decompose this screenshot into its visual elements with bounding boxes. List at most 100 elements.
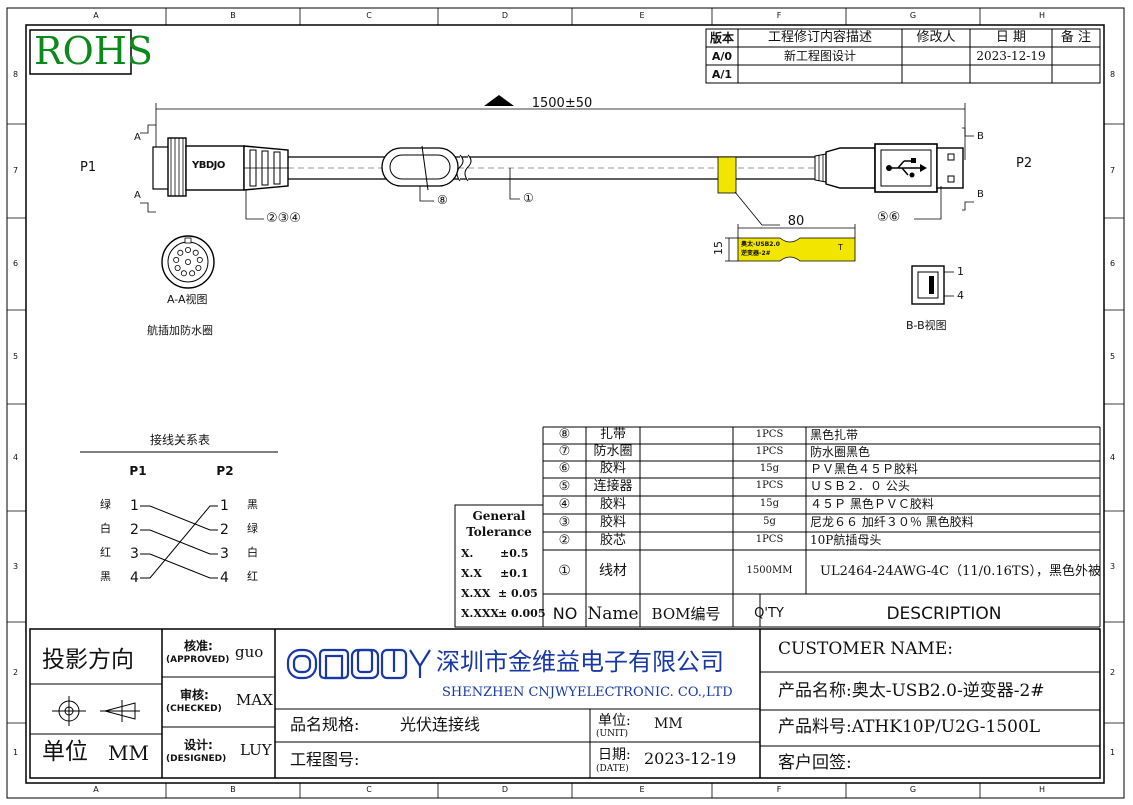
zone-column-label: D bbox=[501, 11, 509, 20]
wiring-right-color: 绿 bbox=[247, 522, 258, 535]
bom-desc: 黑色扎带 bbox=[810, 427, 859, 442]
date-value: 2023-12-19 bbox=[644, 749, 737, 768]
bom-header-code: BOM编号 bbox=[651, 605, 721, 623]
wiring-title: 接线关系表 bbox=[149, 433, 211, 447]
zone-row-label: 1 bbox=[13, 748, 19, 757]
zone-row-label: 5 bbox=[1110, 352, 1116, 361]
customer-name: CUSTOMER NAME: bbox=[778, 639, 953, 659]
zone-row-label: 8 bbox=[13, 69, 19, 79]
bb-pin-1: 1 bbox=[957, 265, 964, 278]
zone-column-label: C bbox=[366, 785, 372, 794]
bom-table bbox=[542, 426, 1101, 628]
length-arrow-icon bbox=[484, 95, 514, 106]
bom-no: ⑥ bbox=[558, 461, 571, 476]
bom-qty: 1PCS bbox=[755, 445, 784, 457]
wiring-left-num: 1 bbox=[130, 498, 139, 514]
company-name-en: SHENZHEN CNJWYELECTRONIC. CO.,LTD bbox=[442, 685, 733, 700]
callout-8: ⑧ bbox=[437, 193, 448, 207]
zone-row-label: 3 bbox=[13, 561, 19, 571]
zone-row-label: 4 bbox=[1110, 452, 1116, 462]
connector-pin bbox=[184, 258, 191, 265]
zone-column-label: A bbox=[93, 11, 99, 20]
bom-desc: 10P航插母头 bbox=[810, 533, 882, 547]
zone-column-label: F bbox=[776, 785, 782, 794]
connector-pin bbox=[177, 249, 184, 256]
label-detail bbox=[737, 237, 856, 262]
label-t: T bbox=[838, 243, 843, 252]
cable-assembly bbox=[140, 95, 974, 305]
bb-pin-4: 4 bbox=[957, 289, 964, 302]
unit2-label: 单位: bbox=[598, 713, 631, 729]
label-flag bbox=[717, 156, 737, 194]
wiring-left-num: 3 bbox=[130, 546, 139, 562]
wiring-right-num: 3 bbox=[220, 546, 229, 562]
checked-label: 审核: bbox=[180, 688, 209, 702]
zone-column-label: G bbox=[909, 785, 917, 794]
zone-row-label: 6 bbox=[13, 259, 19, 268]
tolerance-value: ± 0.05 bbox=[498, 587, 538, 600]
section-a-bottom: A bbox=[134, 190, 141, 201]
callout-1: ① bbox=[523, 191, 534, 205]
zone-row-label: 3 bbox=[1110, 561, 1116, 571]
approved-by: guo bbox=[235, 643, 264, 661]
bom-no: ⑦ bbox=[558, 444, 571, 459]
cnjwy-logo-icon bbox=[286, 648, 431, 680]
zone-column-label: F bbox=[776, 11, 782, 20]
zone-column-label: H bbox=[1038, 11, 1046, 20]
unit-label: 单位 bbox=[42, 739, 88, 765]
zone-column-label: B bbox=[230, 11, 236, 20]
outer-frame bbox=[6, 7, 1125, 799]
wiring-left-color: 红 bbox=[100, 546, 111, 559]
zone-column-label: E bbox=[639, 785, 645, 794]
zone-column-label: B bbox=[230, 785, 236, 794]
connector-pin bbox=[195, 264, 202, 271]
connector-pin bbox=[173, 256, 180, 263]
zone-row-label: 2 bbox=[1110, 667, 1116, 677]
rev-header-date: 日 期 bbox=[995, 30, 1027, 45]
designed-en: (DESIGNED) bbox=[166, 754, 227, 764]
tolerance-format: X.XXX bbox=[461, 607, 499, 620]
date-en: (DATE) bbox=[596, 764, 629, 774]
wiring-right-num: 4 bbox=[220, 570, 229, 586]
wiring-right-color: 红 bbox=[247, 570, 258, 583]
bom-no: ② bbox=[558, 532, 571, 548]
unit-value: MM bbox=[108, 741, 149, 765]
wiring-connection bbox=[140, 505, 218, 579]
zone-row-label: 4 bbox=[13, 452, 19, 462]
rev-header-desc: 工程修订内容描述 bbox=[767, 30, 873, 45]
tolerance-value: ±0.1 bbox=[500, 567, 529, 580]
approved-label: 核准: bbox=[184, 639, 213, 653]
title-block bbox=[29, 628, 1101, 779]
label-text-2: 逆变器-2# bbox=[741, 250, 771, 257]
zone-column-label: D bbox=[501, 785, 509, 794]
wiring-right-num: 1 bbox=[220, 498, 229, 514]
bom-name: 线材 bbox=[599, 563, 627, 579]
customer-sign: 客户回签: bbox=[778, 753, 852, 773]
company-name-cn: 深圳市金维益电子有限公司 bbox=[436, 648, 724, 676]
rev-row-version: A/1 bbox=[711, 68, 733, 81]
wiring-p1-header: P1 bbox=[129, 464, 147, 478]
zone-row-label: 7 bbox=[1110, 166, 1116, 175]
rev-row-desc: 新工程图设计 bbox=[783, 49, 857, 63]
connector-pin bbox=[196, 256, 203, 263]
section-b-top: B bbox=[977, 131, 984, 142]
wiring-right-color: 白 bbox=[247, 546, 258, 559]
wiring-left-color: 绿 bbox=[100, 498, 111, 511]
bom-no: ① bbox=[558, 563, 571, 579]
bom-qty: 15g bbox=[759, 462, 780, 474]
brand-mark: YBDJO bbox=[192, 160, 225, 171]
tolerance-value: ± 0.005 bbox=[498, 607, 546, 620]
bom-name: 胶料 bbox=[599, 461, 627, 476]
wiring-diagram bbox=[80, 451, 278, 579]
rev-row-date: 2023-12-19 bbox=[976, 49, 1046, 63]
label-height-dimension: 15 bbox=[712, 241, 725, 255]
revision-table bbox=[705, 28, 1101, 84]
bom-name: 胶芯 bbox=[599, 532, 627, 548]
wiring-connection bbox=[140, 529, 218, 555]
zone-row-label: 5 bbox=[13, 352, 19, 361]
bom-header-desc: DESCRIPTION bbox=[886, 604, 1002, 624]
rev-row-version: A/0 bbox=[711, 50, 733, 63]
bom-header-name: Name bbox=[587, 604, 639, 624]
date-label: 日期: bbox=[598, 747, 631, 763]
bom-header-qty: Q'TY bbox=[754, 606, 784, 621]
